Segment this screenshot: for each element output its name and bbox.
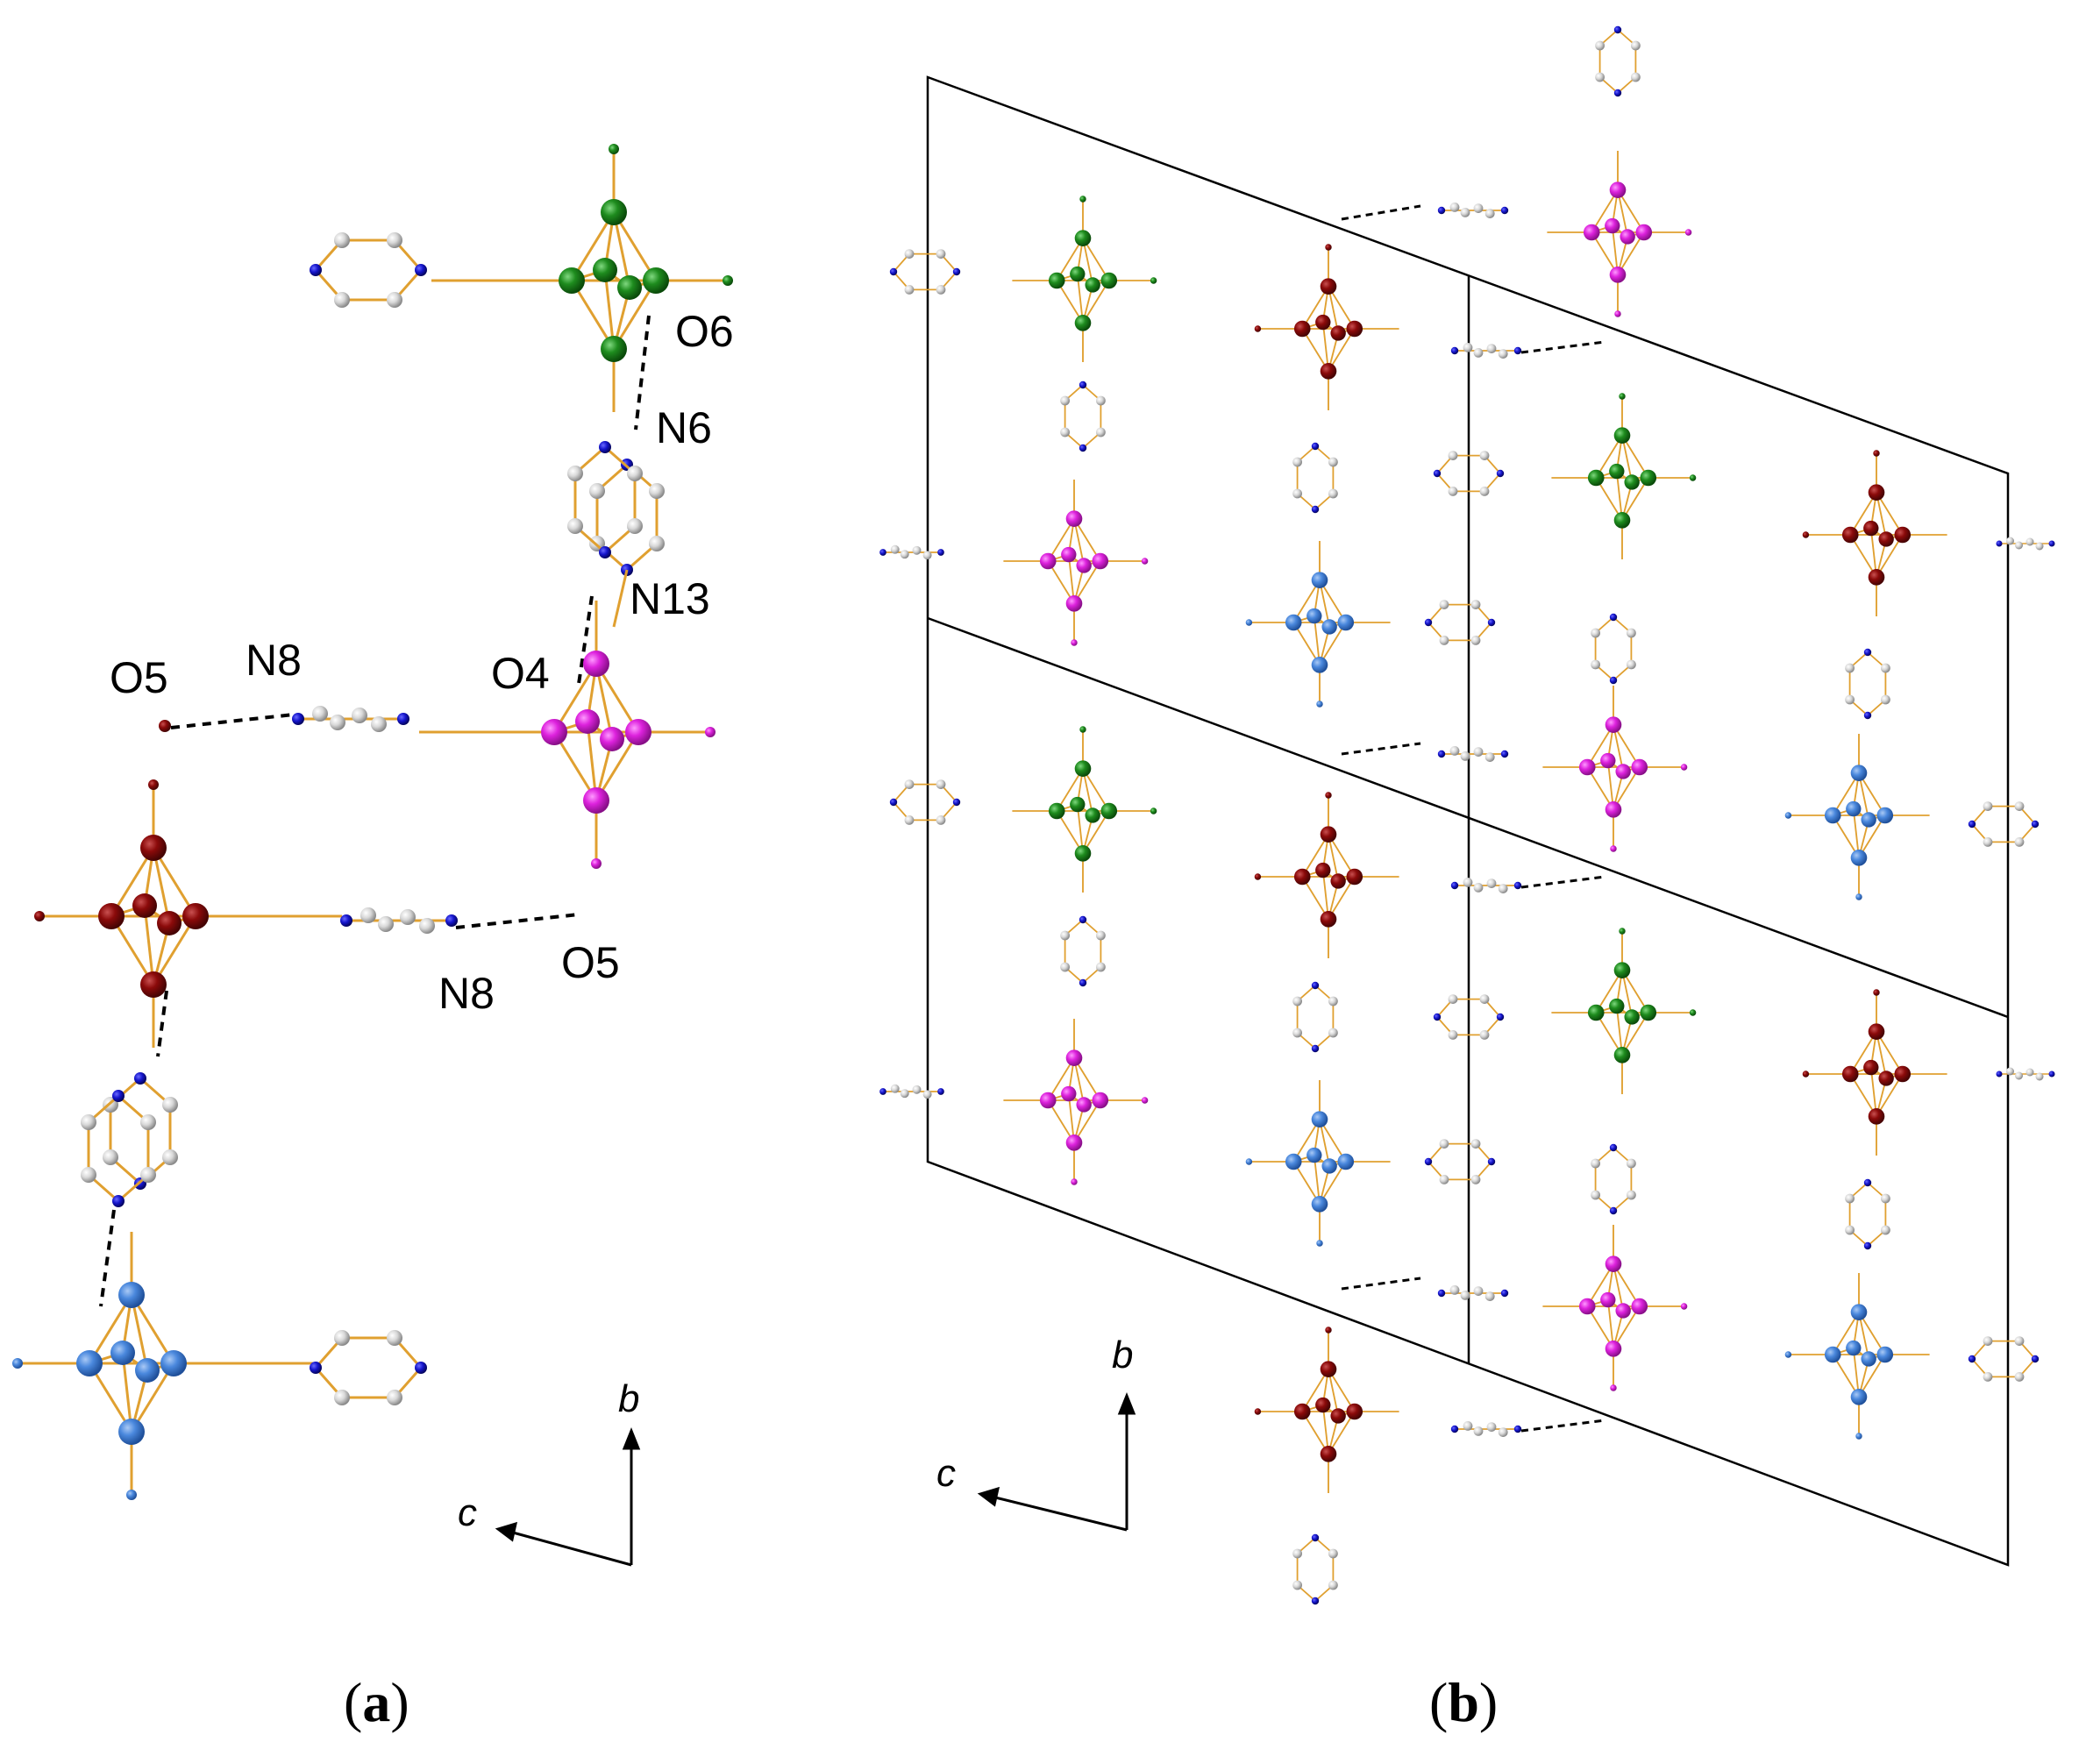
hydrogen-bond [1341,742,1421,756]
label-n8-top: N8 [246,636,302,685]
pyrazine-ring [246,1328,429,1407]
magenta-cluster [1002,479,1150,647]
pyrazine-ring [79,1088,158,1209]
hydrogen-bond [99,1209,116,1307]
hydrogen-bond [634,315,651,430]
darkred-cluster [1253,1326,1400,1494]
blue-cluster [1783,1272,1931,1440]
pyrazine-ring [1844,647,1891,721]
pyrazine-ring [1423,599,1497,646]
darkred-cluster [1253,791,1400,959]
axis-indicator-b [977,1391,1136,1532]
panel-b: b c [879,25,2056,1606]
hydrogen-bond [1341,204,1421,221]
oxygen-atom [159,720,171,732]
pyrazine-ring [1967,1335,2040,1383]
green-cluster [1011,725,1158,893]
pyrazine-ring-edge [1995,1066,2056,1082]
pyrazine-ring-edge [879,1083,945,1100]
panel-a: O6 N6 N13 O4 O5 N8 N8 O5 b c [11,142,735,1567]
pyrazine-ring-edge [267,906,459,935]
pyrazine-ring-edge [1449,877,1523,894]
pyrazine-ring-edge [1436,745,1510,763]
magenta-cluster [1541,1224,1689,1392]
caption-b-letter: b [1448,1671,1479,1733]
pyrazine-ring [101,1070,180,1191]
pyrazine-ring-edge [1436,1284,1510,1302]
pyrazine-ring [1059,380,1107,453]
pyrazine-ring [1292,980,1339,1054]
magenta-cluster [1002,1018,1150,1186]
magenta-cluster [1546,150,1693,318]
axis-indicator-a [495,1426,641,1567]
pyrazine-ring-edge [1995,536,2056,551]
caption-b: (b) [1429,1671,1499,1733]
pyrazine-ring [1967,800,2040,848]
pyrazine-ring-edge [1436,202,1510,219]
darkred-cluster [1253,243,1400,411]
pyrazine-ring [1594,25,1641,98]
pyrazine-ring [1292,441,1339,515]
axis-label-c: c [458,1491,477,1534]
pyrazine-ring-edge [1449,1420,1523,1438]
pyrazine-ring [1423,1138,1497,1185]
pyrazine-ring-edge [290,704,482,734]
magenta-cluster [1541,685,1689,853]
pyrazine-ring [888,779,962,826]
green-cluster [1550,392,1698,560]
axis-label-c: c [936,1452,956,1495]
darkred-cluster [32,778,269,1049]
pyrazine-ring [587,457,666,628]
pyrazine-ring [1844,1177,1891,1251]
pyrazine-ring [566,439,644,560]
pyrazine-ring [1292,1533,1339,1606]
label-n13: N13 [630,574,710,623]
green-cluster [1011,195,1158,363]
hydrogen-bond [455,913,580,929]
hydrogen-bond [170,713,295,729]
hydrogen-bond [1520,340,1605,354]
pyrazine-ring [1059,914,1107,988]
pyrazine-ring-edge [879,544,945,561]
magenta-cluster [481,599,717,871]
pyrazine-ring [888,248,962,295]
hydrogen-bond [1341,1277,1421,1291]
pyrazine-ring-edge [1449,342,1523,359]
hydrogen-bond [1520,1419,1605,1433]
caption-a: (a) [344,1671,409,1733]
hydrogen-bond [1520,875,1605,889]
label-o5-right: O5 [561,938,620,987]
label-o6: O6 [675,307,734,356]
unit-cell [926,75,2010,1567]
green-cluster [1550,927,1698,1095]
darkred-cluster [1801,449,1948,617]
darkred-cluster [1801,988,1948,1156]
hydrogen-bond [156,990,168,1057]
pyrazine-ring [308,231,500,309]
label-o4: O4 [491,649,550,698]
label-o5-left: O5 [110,653,168,702]
axis-label-b: b [1112,1334,1133,1376]
label-n8-bottom: N8 [438,969,495,1018]
blue-cluster [1244,1079,1392,1248]
label-n6: N6 [656,403,712,452]
blue-cluster [11,1230,247,1502]
axis-label-b: b [618,1377,639,1420]
green-cluster [498,142,735,414]
pyrazine-ring [1590,612,1637,686]
pyrazine-ring [1590,1142,1637,1216]
caption-a-letter: a [362,1671,391,1733]
blue-cluster [1783,733,1931,901]
blue-cluster [1244,540,1392,708]
